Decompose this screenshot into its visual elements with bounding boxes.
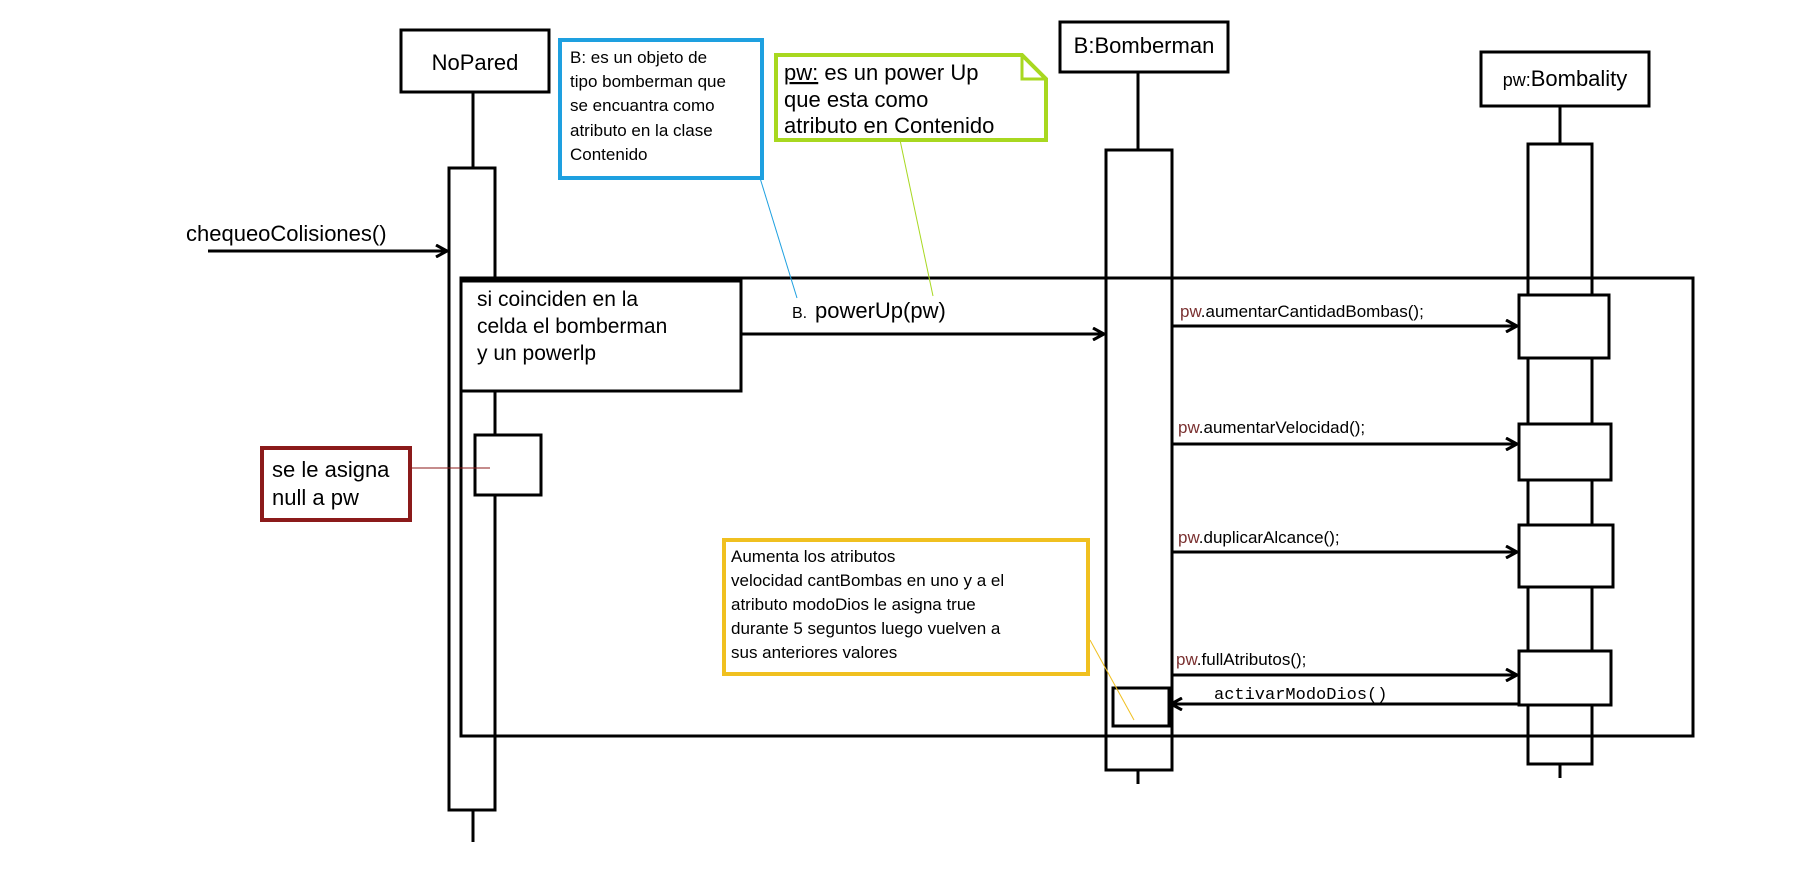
note-red: se le asigna null a pw	[260, 446, 490, 522]
message-aumentar-velocidad-prefix: pw	[1178, 418, 1200, 437]
object-nopared	[399, 28, 551, 94]
note-yellow-line-4: durante 5 seguntos luego vuelven a	[731, 619, 1001, 638]
message-duplicar-alcance: pw.duplicarAlcance();	[1172, 528, 1517, 552]
message-aumentar-velocidad-method: .aumentarVelocidad();	[1199, 418, 1365, 437]
message-aumentar-cantidad-label: pw.aumentarCantidadBombas();	[1180, 302, 1424, 321]
message-activar-modo-dios-label: activarModoDios()	[1214, 686, 1387, 705]
note-yellow-box	[722, 538, 1090, 676]
note-blue-line-5: Contenido	[570, 145, 648, 164]
note-red-box	[260, 446, 412, 522]
object-bomberman	[1058, 20, 1230, 74]
note-green-line-3: atributo en Contenido	[784, 113, 994, 138]
message-full-atributos-prefix: pw	[1176, 650, 1198, 669]
activation-duplicar-alcance	[1517, 523, 1615, 589]
message-activar-modo-dios: activarModoDios()	[1171, 686, 1519, 705]
activation-aumentar-velocidad	[1517, 422, 1613, 482]
guard-box: si coinciden en la celda el bomberman y …	[459, 279, 743, 393]
message-aumentar-velocidad: pw.aumentarVelocidad();	[1172, 418, 1517, 444]
message-powerup: B. powerUp(pw)	[741, 298, 1104, 334]
object-nopared-label: NoPared	[432, 50, 519, 75]
message-aumentar-cantidad-method: .aumentarCantidadBombas();	[1201, 302, 1424, 321]
guard-box-rect	[459, 279, 743, 393]
note-green-line-1: pw: es un power Up	[784, 60, 978, 85]
note-blue: B: es un objeto de tipo bomberman que se…	[558, 38, 798, 299]
object-bomberman-prefix: B:	[1074, 33, 1095, 58]
message-aumentar-cantidad-prefix: pw	[1180, 302, 1202, 321]
activation-nopared-self	[473, 433, 543, 497]
note-yellow-line-2: velocidad cantBombas en uno y a el	[731, 571, 1004, 590]
message-full-atributos-label: pw.fullAtributos();	[1176, 650, 1306, 669]
message-powerup-label: powerUp(pw)	[815, 298, 946, 323]
note-yellow-line-1: Aumenta los atributos	[731, 547, 895, 566]
message-full-atributos: pw.fullAtributos();	[1172, 650, 1517, 675]
note-red-line-2: null a pw	[272, 485, 359, 510]
guard-line-3: y un powerlp	[477, 342, 596, 365]
note-yellow-connector	[1089, 639, 1135, 721]
combined-fragment-frame	[459, 276, 1695, 738]
object-bombality-prefix: pw:	[1503, 70, 1531, 90]
message-duplicar-alcance-label: pw.duplicarAlcance();	[1178, 528, 1340, 547]
message-chequeo-colisiones: chequeoColisiones()	[186, 221, 447, 251]
object-bomberman-name: Bomberman	[1094, 33, 1214, 58]
object-bombality-name: Bombality	[1531, 66, 1628, 91]
message-aumentar-velocidad-label: pw.aumentarVelocidad();	[1178, 418, 1365, 437]
note-blue-line-3: se encuantra como	[570, 96, 715, 115]
message-chequeo-colisiones-label: chequeoColisiones()	[186, 221, 387, 246]
note-green-prefix: pw:	[784, 60, 818, 85]
note-green-line-1-rest: es un power Up	[818, 60, 978, 85]
note-blue-line-4: atributo en la clase	[570, 121, 713, 140]
message-aumentar-cantidad: pw.aumentarCantidadBombas();	[1172, 302, 1517, 326]
note-blue-box	[558, 38, 764, 180]
guard-line-2: celda el bomberman	[477, 315, 667, 338]
message-powerup-prefix: B.	[792, 305, 807, 322]
activation-full-atributos	[1517, 649, 1613, 707]
message-duplicar-alcance-method: .duplicarAlcance();	[1199, 528, 1340, 547]
object-bombality	[1479, 50, 1651, 108]
lifeline-bomberman: B:Bomberman	[1058, 20, 1230, 784]
note-blue-line-2: tipo bomberman que	[570, 72, 726, 91]
note-green-line-2: que esta como	[784, 87, 928, 112]
note-red-line-1: se le asigna	[272, 457, 390, 482]
object-bomberman-label: B:Bomberman	[1074, 33, 1215, 58]
activation-aumentar-cantidad	[1517, 293, 1611, 360]
lifeline-nopared: NoPared	[399, 28, 551, 842]
note-green-box	[774, 53, 1048, 142]
note-yellow-line-3: atributo modoDios le asigna true	[731, 595, 976, 614]
note-blue-connector	[759, 177, 798, 299]
guard-line-1: si coinciden en la	[477, 288, 638, 311]
message-duplicar-alcance-prefix: pw	[1178, 528, 1200, 547]
object-bombality-label: pw:Bombality	[1503, 66, 1628, 91]
note-green: pw: es un power Up que esta como atribut…	[774, 53, 1048, 297]
note-green-fold	[1020, 55, 1046, 81]
activation-modo-dios	[1111, 686, 1171, 728]
note-green-connector	[899, 139, 934, 297]
note-yellow-line-5: sus anteriores valores	[731, 643, 897, 662]
note-blue-line-1: B: es un objeto de	[570, 48, 707, 67]
activation-bomberman	[1104, 148, 1174, 772]
note-yellow: Aumenta los atributos velocidad cantBomb…	[722, 538, 1135, 721]
message-full-atributos-method: .fullAtributos();	[1197, 650, 1307, 669]
